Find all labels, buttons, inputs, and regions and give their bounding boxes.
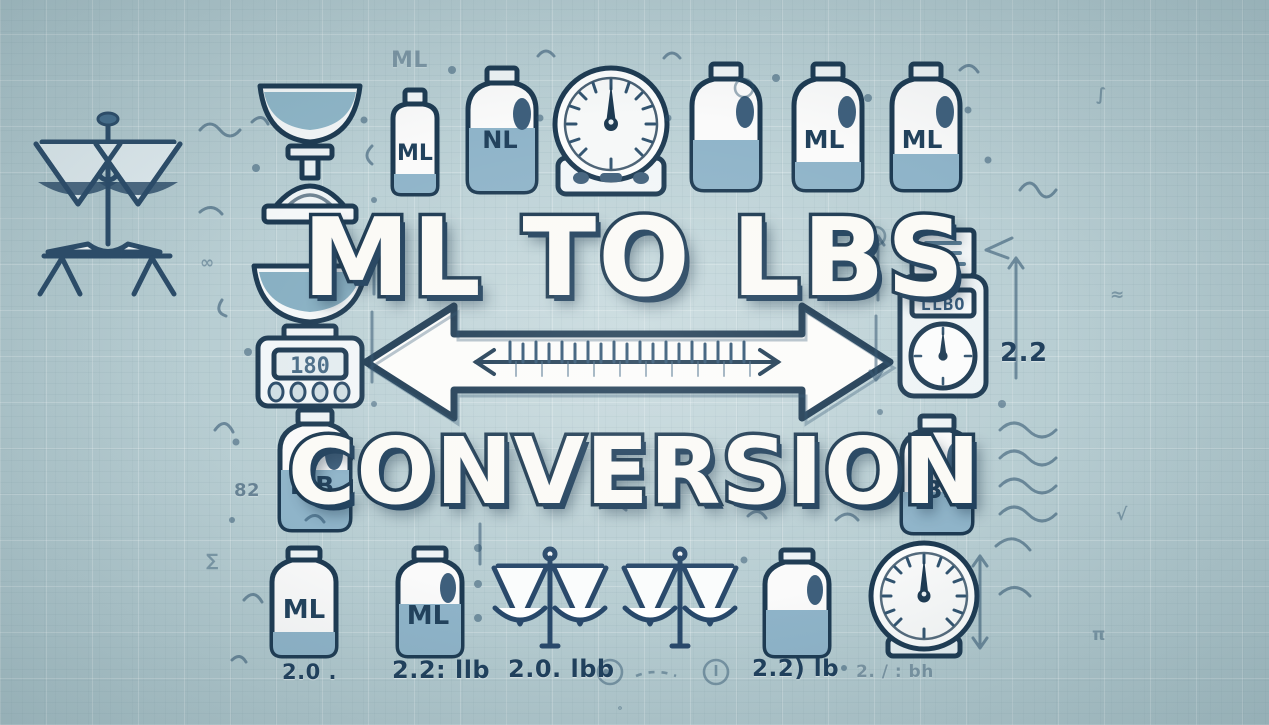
bottle-top-1-label: ML	[397, 141, 433, 166]
handheld-scale-display: LLBO	[921, 295, 966, 315]
ruler-ticks	[508, 340, 746, 364]
handheld-scale-icon: LLBO	[896, 227, 992, 400]
svg-text:∞: ∞	[200, 253, 214, 273]
jug-top-5: ML	[786, 61, 870, 196]
jug-top-6-label: ML	[902, 125, 943, 154]
jug-mid-right: LBS	[894, 413, 980, 538]
balance-scale-bot-2	[620, 546, 740, 658]
bottle-top-1: ML	[383, 87, 447, 198]
annotation-bottom-3: 2.0. lbb	[508, 655, 615, 683]
dial-gauge-bot-icon	[862, 538, 986, 662]
svg-text:∫: ∫	[1096, 85, 1106, 105]
jug-bot-5	[756, 547, 838, 660]
jug-top-2-label: NL	[482, 126, 517, 154]
kitchen-scale-icon: 180	[244, 240, 376, 409]
jug-top-5-label: ML	[804, 125, 845, 154]
kitchen-scale-display: 180	[290, 354, 330, 379]
jug-bot-2: ML	[388, 545, 472, 660]
annotation-bottom-5: 2. / : bh	[856, 662, 934, 682]
jug-top-6: ML	[884, 61, 968, 196]
jug-mid-left: ILB	[272, 407, 358, 536]
jug-bot-2-label: ML	[407, 601, 449, 631]
svg-text:≈: ≈	[1110, 285, 1124, 305]
jug-mid-left-label: ILB	[290, 471, 334, 500]
dial-scale-icon	[548, 62, 674, 198]
annotation-82: 82	[234, 480, 261, 501]
annotation-bottom-4: 2.2) lb	[752, 656, 840, 682]
annotation-top-ml: ML	[391, 48, 428, 73]
double-headed-ruler-arrow	[358, 300, 898, 427]
annotation-bottom-2: 2.2: llb	[392, 656, 491, 684]
annotation-2-2-right: 2.2	[1000, 338, 1048, 368]
jug-mid-right-label: LBS	[908, 475, 961, 504]
balance-scale-left-icon	[28, 104, 188, 297]
jug-top-2: NL	[460, 65, 544, 198]
balance-scale-bot-1	[490, 546, 610, 658]
jug-top-4	[684, 61, 768, 196]
bowl-scale-icon	[250, 68, 370, 228]
svg-text:√: √	[1116, 505, 1128, 525]
svg-text:∑: ∑	[206, 551, 218, 571]
bottle-bot-1-label: ML	[283, 595, 325, 625]
bottle-bot-1: ML	[262, 545, 346, 660]
svg-text:π: π	[1092, 625, 1105, 645]
annotation-bottom-1: 2.0 .	[282, 660, 337, 684]
